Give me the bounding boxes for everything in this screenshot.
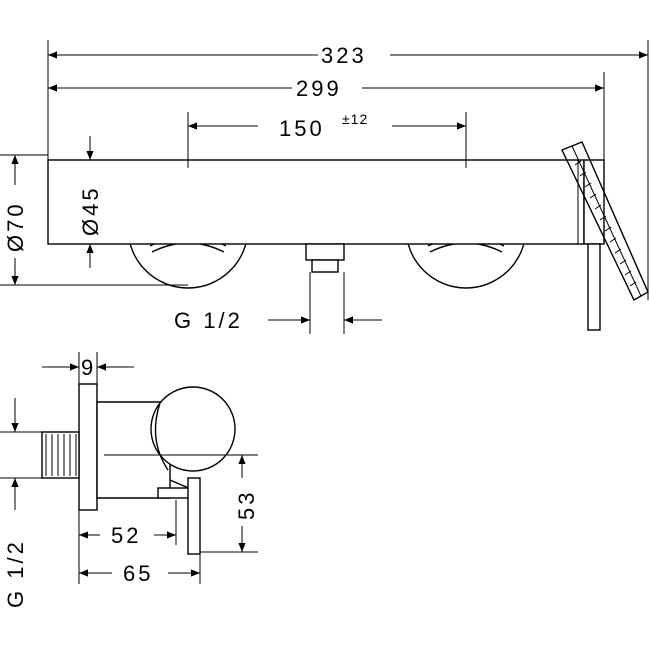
dim-body-width: 299	[296, 76, 342, 101]
front-dimensions: 323 299 150 ±12 Ø70 Ø45 G 1/2	[0, 40, 649, 333]
dim-handle-spacing: 150	[279, 116, 325, 141]
side-dimensions: 9 G 1/2 53 52 65	[3, 352, 259, 608]
dim-wall-offset: 9	[81, 355, 96, 380]
side-handle	[150, 386, 236, 472]
dim-outlet-thread-side: G 1/2	[3, 539, 28, 608]
dim-handle-spacing-tolerance: ±12	[342, 111, 368, 127]
side-view	[0, 383, 258, 555]
dim-handle-diameter: Ø45	[78, 185, 103, 236]
dim-overall-width: 323	[321, 43, 367, 68]
dim-body-diameter: Ø70	[3, 201, 28, 252]
mixer-body	[47, 159, 585, 245]
side-lever	[187, 477, 201, 555]
dim-outlet-drop: 53	[234, 490, 259, 520]
lever	[587, 243, 601, 331]
dim-total-depth: 65	[123, 561, 153, 586]
dim-outlet-thread-front: G 1/2	[174, 308, 243, 333]
dim-body-depth: 52	[111, 523, 141, 548]
wall-plate	[78, 383, 98, 511]
front-view	[47, 141, 649, 334]
front-outlet	[305, 243, 345, 334]
inlet-connector	[41, 431, 80, 479]
